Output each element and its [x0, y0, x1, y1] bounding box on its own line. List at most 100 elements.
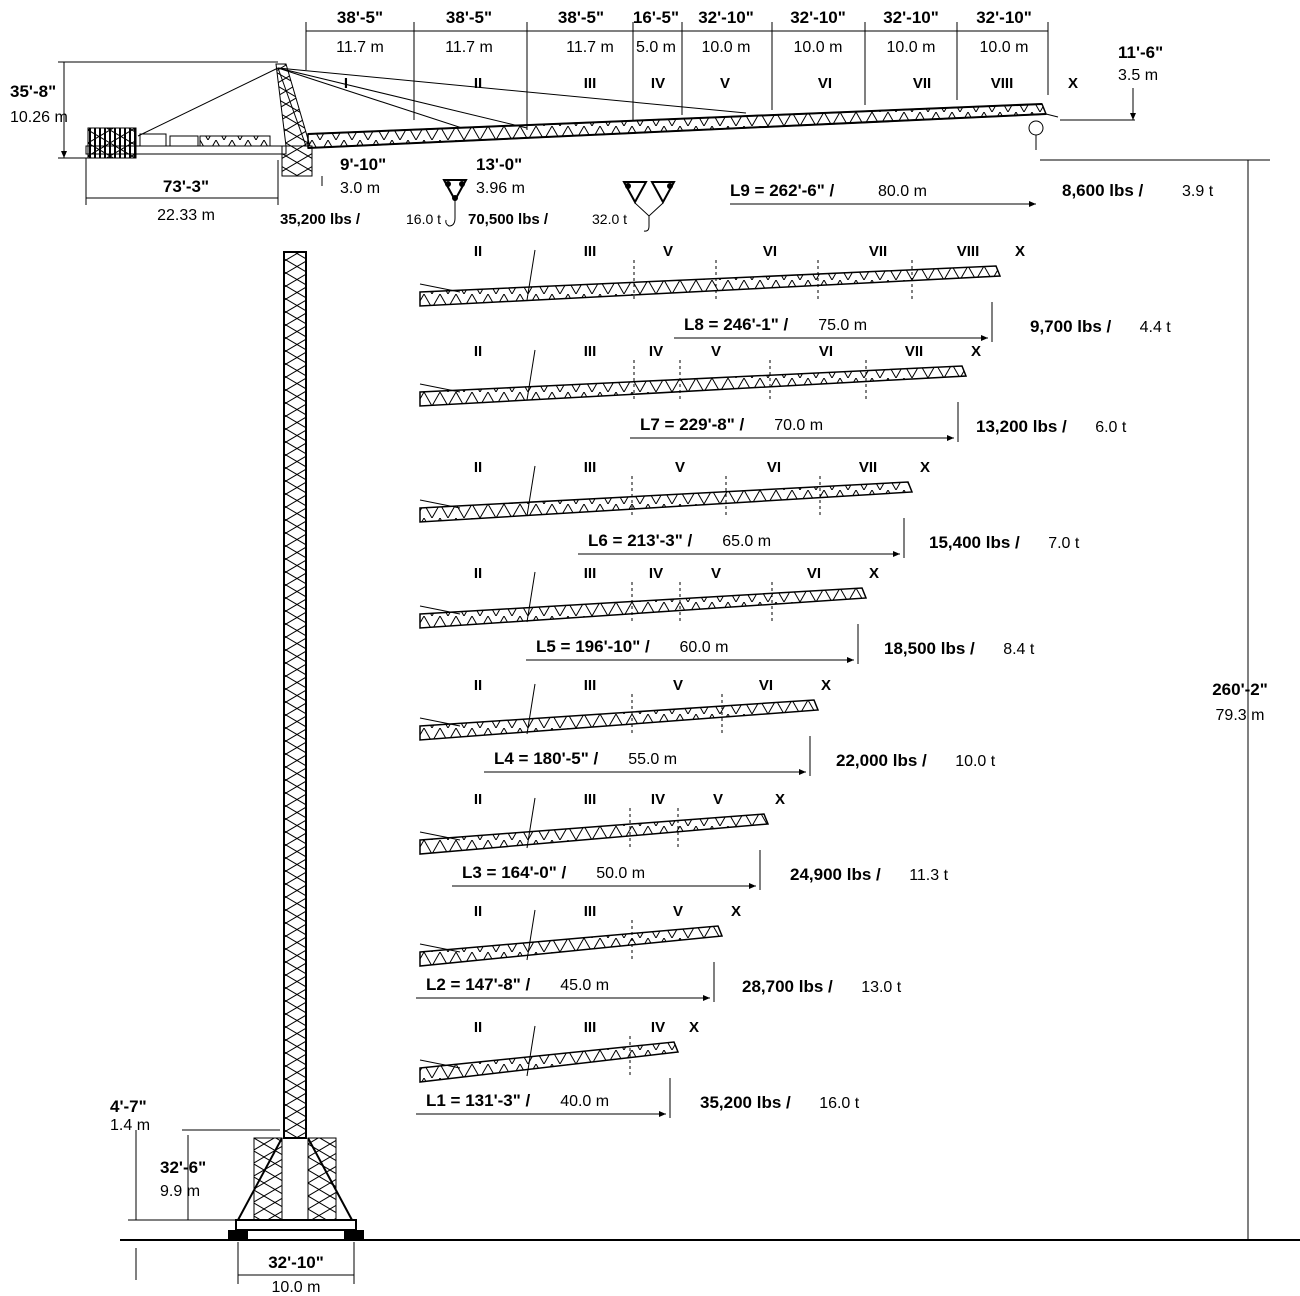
section-roman: IV: [649, 343, 663, 360]
section-roman: III: [584, 903, 597, 920]
section-roman: III: [584, 243, 597, 260]
jib-truss: [419, 813, 770, 855]
l9-length-m: 80.0 m: [878, 183, 927, 200]
section-roman: V: [675, 459, 685, 476]
section-roman: IV: [649, 565, 663, 582]
l9-capacity-t: 3.9 t: [1182, 183, 1214, 200]
tip-capacity-lbs: 24,900 lbs /: [790, 865, 881, 884]
jib-section-2: 38'-5" 11.7 m II: [445, 8, 493, 92]
l9-capacity-lbs: 8,600 lbs /: [1062, 181, 1144, 200]
section-roman: V: [673, 677, 683, 694]
jib-length-m: 50.0 m: [596, 865, 645, 882]
jib-tie: [419, 383, 461, 393]
section-roman: II: [474, 243, 482, 260]
section-2-m: 11.7 m: [445, 39, 493, 56]
jib-length-m: 70.0 m: [774, 417, 823, 434]
total-height-ft: 260'-2": [1212, 680, 1268, 699]
tip-height-ft: 11'-6": [1118, 43, 1163, 62]
section-roman: II: [474, 459, 482, 476]
section-roman: III: [584, 1019, 597, 1036]
jib-strut: [526, 683, 536, 735]
section-roman: II: [474, 343, 482, 360]
dim-total-height: 260'-2" 79.3 m: [1040, 159, 1270, 1240]
tip-capacity-lbs: 15,400 lbs /: [929, 533, 1020, 552]
section-roman: III: [584, 791, 597, 808]
section-roman: IV: [651, 1019, 665, 1036]
section-4-ft: 16'-5": [633, 8, 679, 27]
section-5-m: 10.0 m: [702, 39, 751, 56]
section-roman: VI: [759, 677, 773, 694]
section-7-ft: 32'-10": [883, 8, 939, 27]
jib-strut: [526, 571, 536, 623]
dim-counterjib: 73'-3" 22.33 m: [85, 158, 279, 224]
dim-base-a: 4'-7" 1.4 m: [110, 1097, 280, 1221]
pivot-m: 3.0 m: [340, 180, 380, 197]
hook-height-ft: 13'-0": [476, 155, 522, 174]
section-2-ft: 38'-5": [446, 8, 492, 27]
tip-height-m: 3.5 m: [1118, 67, 1158, 84]
section-roman: X: [869, 565, 879, 582]
l9-label: L9 = 262'-6" / 80.0 m 8,600 lbs / 3.9 t: [730, 181, 1214, 207]
double-hook-lbs: 70,500 lbs /: [468, 211, 549, 228]
base-b-ft: 32'-6": [160, 1158, 206, 1177]
jib-strut: [526, 249, 536, 301]
jib-length-m: 60.0 m: [680, 639, 729, 656]
jib-tie: [419, 943, 461, 953]
tip-capacity-t: 4.4 t: [1140, 319, 1172, 336]
counterjib-m: 22.33 m: [157, 207, 215, 224]
section-5-roman: V: [720, 75, 730, 92]
dim-hook-height: 13'-0" 3.96 m: [476, 155, 525, 197]
jib-l9: [307, 103, 1059, 150]
jib-strut: [526, 797, 536, 849]
section-roman: X: [821, 677, 831, 694]
section-roman: X: [920, 459, 930, 476]
base-a-m: 1.4 m: [110, 1117, 150, 1134]
hook-capacity-labels: 35,200 lbs / 16.0 t 70,500 lbs / 32.0 t: [280, 211, 627, 228]
tip-capacity-t: 13.0 t: [861, 979, 902, 996]
jib-tie: [419, 717, 461, 727]
section-roman: II: [474, 565, 482, 582]
section-roman: VI: [763, 243, 777, 260]
dim-base-width: 32'-10" 10.0 m: [135, 1242, 355, 1296]
tip-capacity-lbs: 22,000 lbs /: [836, 751, 927, 770]
section-2-roman: II: [474, 75, 482, 92]
section-roman: VI: [819, 343, 833, 360]
section-3-m: 11.7 m: [566, 39, 614, 56]
dim-pivot: 9'-10" 3.0 m: [321, 155, 386, 197]
top-height-m: 10.26 m: [10, 109, 68, 126]
jib-length: L4 = 180'-5" /: [494, 749, 599, 768]
section-4-roman: IV: [651, 75, 665, 92]
section-roman: VII: [859, 459, 877, 476]
section-roman: X: [971, 343, 981, 360]
jib-section-8: 32'-10" 10.0 m VIII: [976, 8, 1032, 92]
section-roman: II: [474, 677, 482, 694]
double-hook-icon: [622, 181, 676, 232]
section-6-ft: 32'-10": [790, 8, 846, 27]
section-roman: III: [584, 459, 597, 476]
tip-capacity-t: 8.4 t: [1003, 641, 1035, 658]
jib-truss: [419, 699, 820, 741]
jib-tie: [419, 283, 461, 293]
jib-length-m: 75.0 m: [818, 317, 867, 334]
section-roman: X: [1015, 243, 1025, 260]
section-8-roman: VIII: [991, 75, 1014, 92]
jib-section-1: 38'-5" 11.7 m I: [336, 8, 384, 92]
jib-truss: [419, 587, 868, 629]
section-6-m: 10.0 m: [794, 39, 843, 56]
section-roman: VI: [807, 565, 821, 582]
section-roman: X: [689, 1019, 699, 1036]
section-8-m: 10.0 m: [980, 39, 1029, 56]
tip-capacity-lbs: 28,700 lbs /: [742, 977, 833, 996]
section-roman: X: [775, 791, 785, 808]
section-roman: II: [474, 791, 482, 808]
jib-section-4: 16'-5" 5.0 m IV: [633, 8, 679, 92]
section-roman: V: [711, 565, 721, 582]
jib-section-7: 32'-10" 10.0 m VII: [883, 8, 939, 92]
